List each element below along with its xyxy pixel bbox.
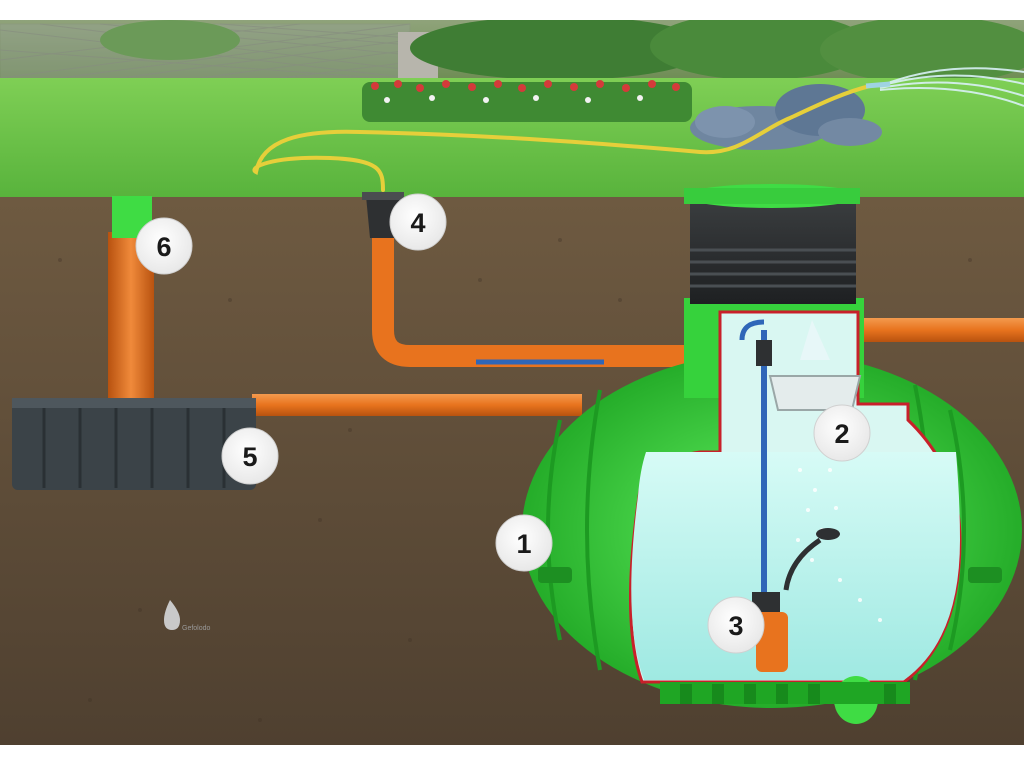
tank-lifting-handle [968,567,1002,583]
svg-text:2: 2 [834,419,849,449]
shrub [100,20,240,60]
callout-5: 5 [221,427,279,485]
svg-text:4: 4 [410,208,425,238]
bottom-border [0,745,1024,768]
hose-nozzle [865,81,891,89]
top-border [0,0,1024,20]
riser-coupling [756,340,772,366]
callout-3: 3 [707,596,765,654]
overflow-pipe [252,394,582,416]
soil-texture [58,238,972,722]
shrub [650,12,870,80]
callout-2: 2 [813,404,871,462]
svg-text:5: 5 [242,442,257,472]
hedge [410,16,710,80]
svg-text:3: 3 [728,611,743,641]
flower-bed [362,80,692,122]
water-droplets [796,468,882,622]
inlet-pipe [850,318,1024,342]
callout-6: 6 [135,217,193,275]
telescopic-dome-shaft [690,200,856,304]
garden-hose [252,84,872,192]
watermark: Gefolodo [164,600,211,632]
callout-1: 1 [495,514,553,572]
water-spray [879,67,1024,107]
pipes [108,196,1024,416]
infiltration-block [12,398,256,490]
svg-text:1: 1 [516,529,531,559]
garden-background [0,12,1024,198]
tap-pipe [372,238,690,367]
callout-4: 4 [389,193,447,251]
svg-text:6: 6 [156,232,171,262]
shrub [820,16,1024,84]
tank-lifting-handle [538,567,572,583]
svg-text:Gefolodo: Gefolodo [182,625,211,632]
filter-basket [768,320,862,411]
